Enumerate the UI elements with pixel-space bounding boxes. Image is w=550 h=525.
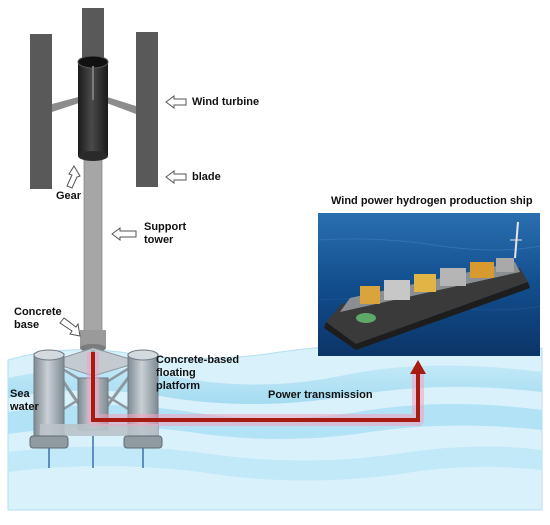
blade-label: blade — [192, 171, 221, 183]
right-strut — [104, 96, 136, 114]
left-strut — [52, 96, 82, 112]
blade-arrow — [165, 170, 187, 184]
top-blade — [82, 8, 104, 68]
power-cable — [87, 352, 426, 426]
concrete-base-arrow — [59, 317, 81, 337]
sea-water-label: Sea water — [10, 388, 39, 413]
support-tower-arrow — [111, 227, 137, 241]
support-tower-label: Support tower — [144, 221, 187, 246]
gear-arrow — [66, 165, 81, 189]
concrete-base-label: Concrete base — [14, 306, 62, 331]
support-tower — [83, 139, 103, 351]
platform-label: Concrete-based floating platform — [156, 354, 240, 392]
gear-label: Gear — [56, 190, 82, 202]
ship-title-label: Wind power hydrogen production ship — [331, 195, 533, 207]
ship-photo — [317, 213, 541, 356]
wind-turbine-label: Wind turbine — [192, 96, 260, 108]
right-blade — [136, 32, 158, 187]
callout-arrows — [59, 95, 187, 337]
rotor-column — [77, 55, 109, 161]
wind-turbine-arrow — [165, 95, 187, 109]
cable-arrowhead — [410, 360, 426, 374]
power-transmission-label: Power transmission — [268, 389, 373, 401]
left-blade — [30, 34, 52, 189]
